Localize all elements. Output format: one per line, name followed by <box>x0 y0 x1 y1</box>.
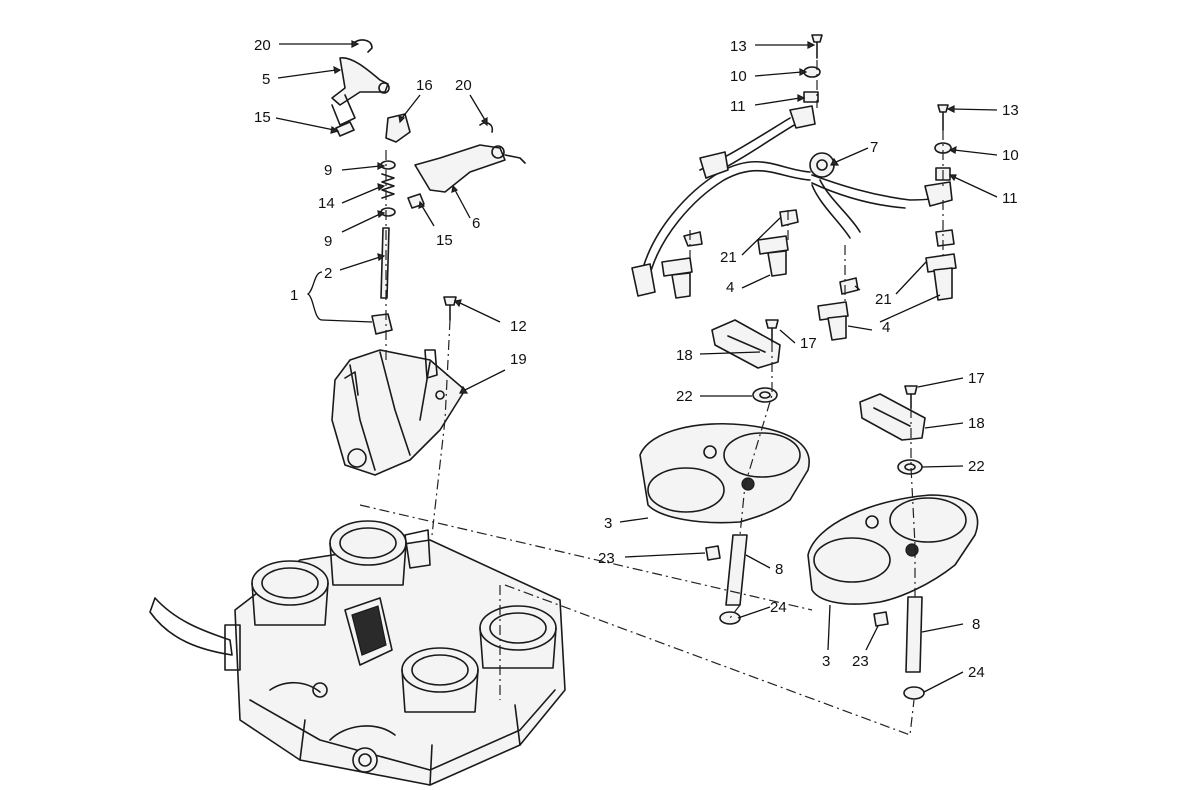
injector <box>661 257 693 299</box>
callout-17: 17 <box>968 370 985 387</box>
callout-22: 22 <box>676 388 693 405</box>
callout-11: 11 <box>1002 190 1018 207</box>
callout-16: 16 <box>416 77 433 94</box>
callout-24: 24 <box>968 664 985 681</box>
injector <box>817 301 849 341</box>
callout-8: 8 <box>972 616 980 633</box>
callout-11: 11 <box>730 98 746 115</box>
callout-17: 17 <box>800 335 817 352</box>
fuel-rail-assembly <box>631 34 957 341</box>
callout-18: 18 <box>968 415 985 432</box>
callout-22: 22 <box>968 458 985 475</box>
callout-23: 23 <box>852 653 869 670</box>
callout-9: 9 <box>324 233 332 250</box>
linkage-parts <box>331 39 526 335</box>
callout-7: 7 <box>870 139 878 156</box>
callout-21: 21 <box>720 249 737 266</box>
callout-4: 4 <box>726 279 734 296</box>
callout-3: 3 <box>604 515 612 532</box>
callout-3: 3 <box>822 653 830 670</box>
intake-cover-left <box>639 319 810 625</box>
callout-14: 14 <box>318 195 335 212</box>
callout-10: 10 <box>730 68 747 85</box>
callout-5: 5 <box>262 71 270 88</box>
callout-23: 23 <box>598 550 615 567</box>
injector <box>925 253 957 301</box>
throttle-bracket <box>331 349 466 476</box>
callout-15: 15 <box>254 109 271 126</box>
callout-19: 19 <box>510 351 527 368</box>
callout-15: 15 <box>436 232 453 249</box>
callout-10: 10 <box>1002 147 1019 164</box>
callout-2: 2 <box>324 265 332 282</box>
injector <box>757 235 789 277</box>
callout-13: 13 <box>1002 102 1019 119</box>
assembly-center-lines <box>359 60 944 736</box>
intake-cover-right <box>807 385 979 700</box>
callout-18: 18 <box>676 347 693 364</box>
callout-4: 4 <box>882 319 890 336</box>
callout-12: 12 <box>510 318 527 335</box>
callout-24: 24 <box>770 599 787 616</box>
callout-8: 8 <box>775 561 783 578</box>
callout-21: 21 <box>875 291 892 308</box>
callout-13: 13 <box>730 38 747 55</box>
throttle-body-assembly <box>149 520 566 786</box>
leader-lines <box>275 40 998 693</box>
callout-9: 9 <box>324 162 332 179</box>
callout-numbers: 20 5 15 16 20 9 14 9 15 6 2 1 12 19 13 1… <box>254 37 1019 681</box>
callout-20: 20 <box>455 77 472 94</box>
callout-20: 20 <box>254 37 271 54</box>
callout-6: 6 <box>472 215 480 232</box>
callout-1: 1 <box>290 287 298 304</box>
